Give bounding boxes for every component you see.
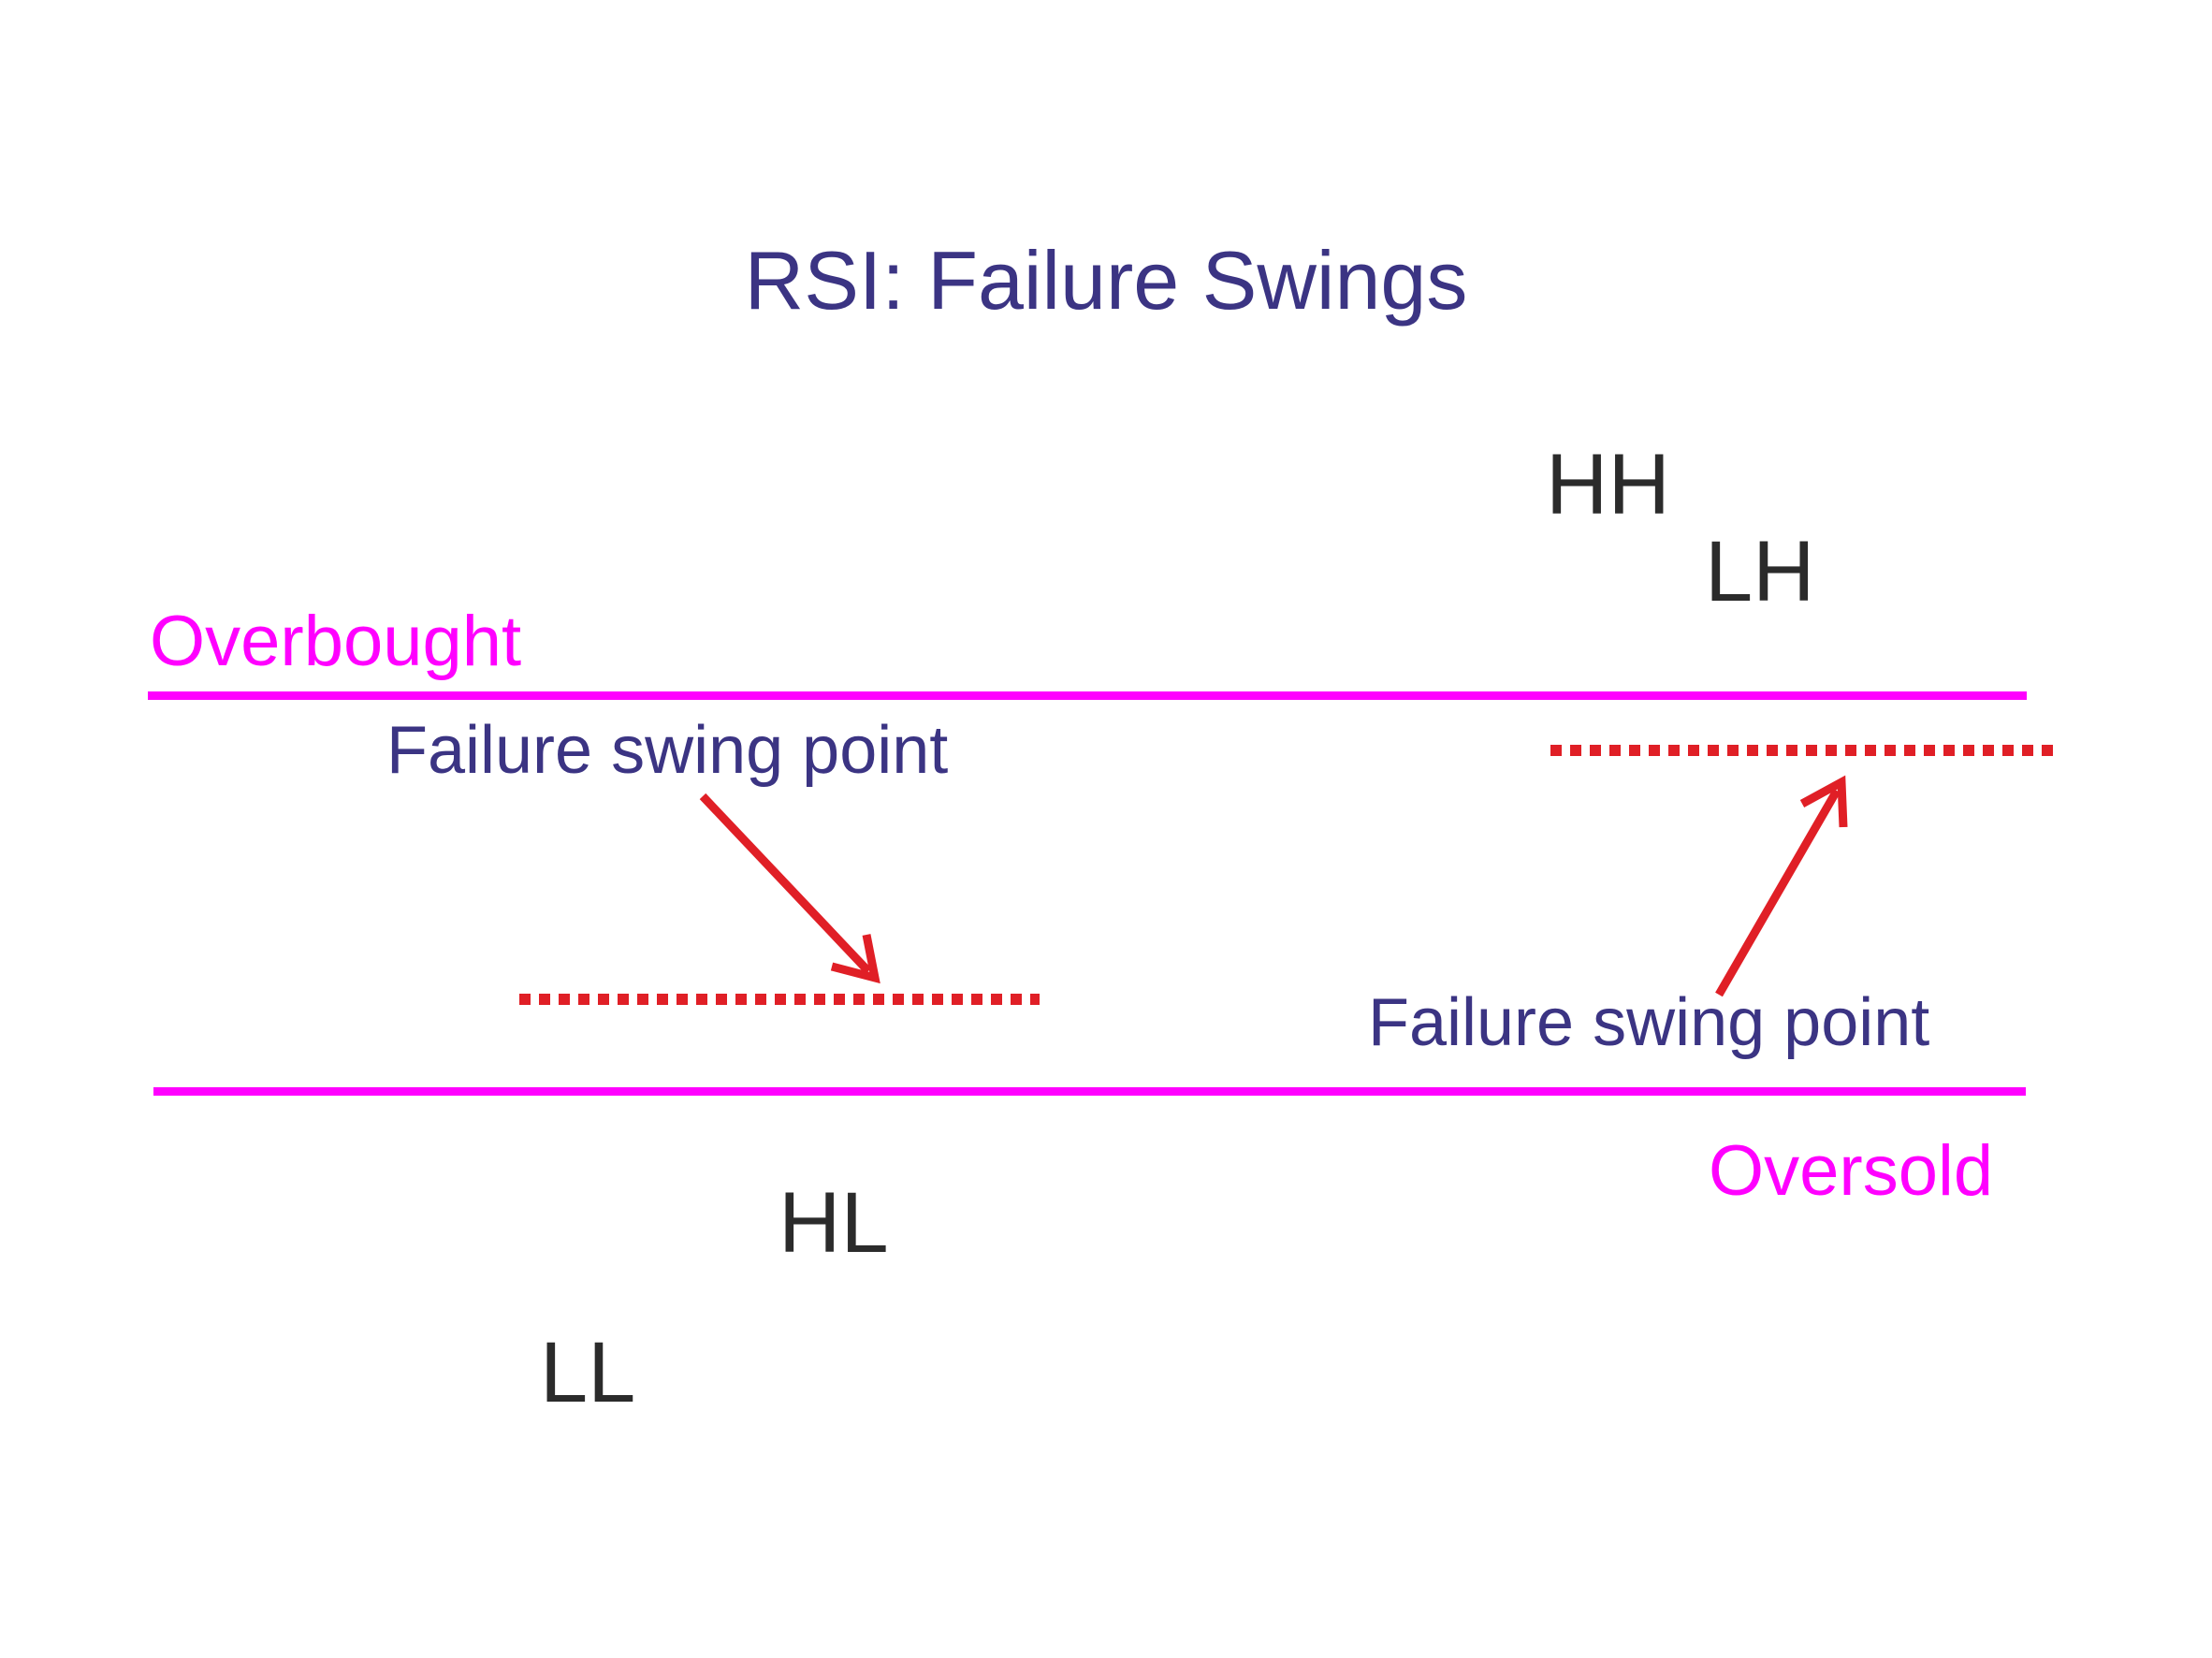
higher-low-label: HL: [779, 1175, 889, 1271]
oversold-threshold-line: [153, 1087, 2026, 1096]
lower-low-label: LL: [540, 1325, 636, 1420]
failure-swing-level-dotted-line-right: [1550, 745, 2058, 756]
overbought-label: Overbought: [150, 602, 522, 681]
failure-swing-level-dotted-line-left: [519, 994, 1040, 1005]
slide-title: RSI: Failure Swings: [744, 234, 1468, 327]
failure-swing-point-note-left: Failure swing point: [386, 713, 949, 788]
higher-high-label: HH: [1546, 437, 1670, 532]
arrow-up-right-icon: [1715, 775, 1848, 997]
failure-swing-point-note-right: Failure swing point: [1368, 985, 1930, 1060]
arrow-down-right-icon: [699, 793, 880, 984]
oversold-label: Oversold: [1709, 1131, 1994, 1211]
overbought-threshold-line: [148, 691, 2027, 700]
lower-high-label: LH: [1705, 524, 1815, 619]
